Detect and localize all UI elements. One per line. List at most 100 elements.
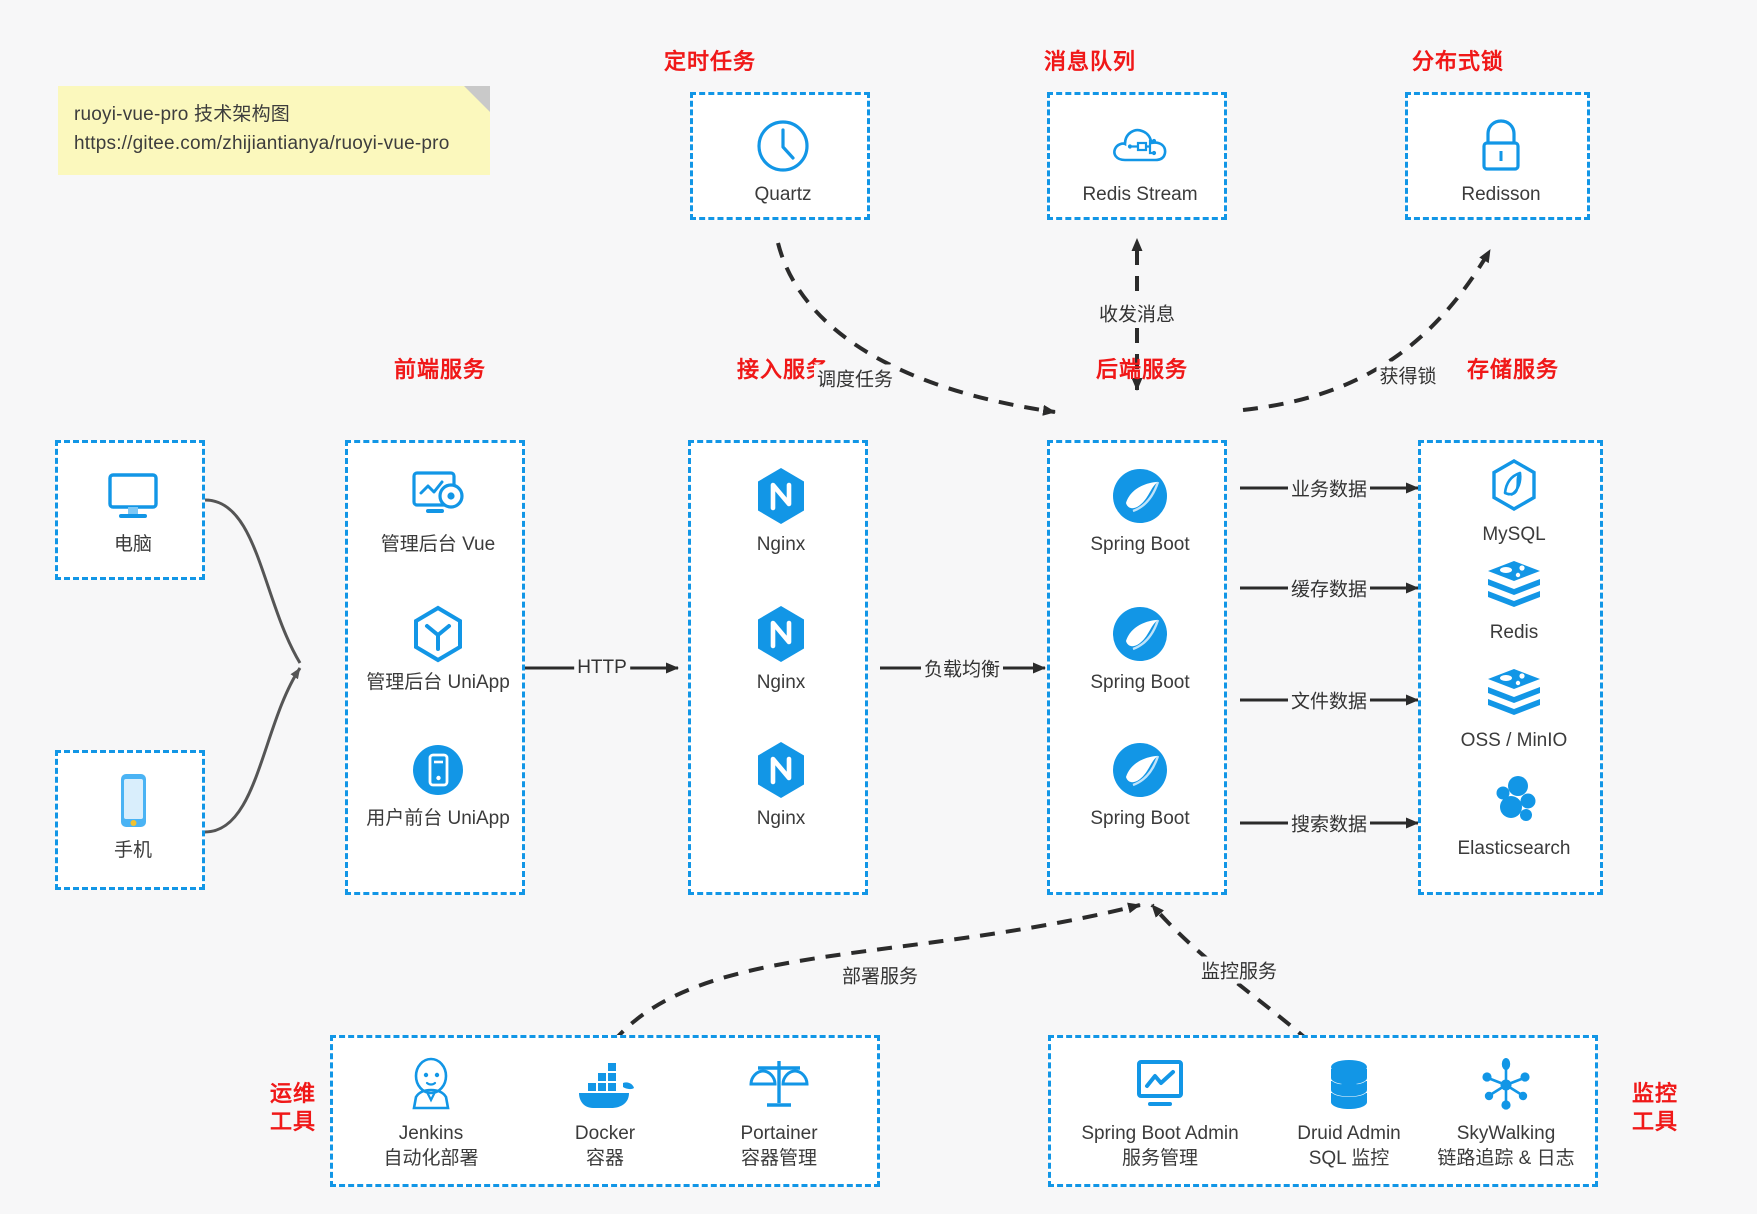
node-sublabel: 容器 xyxy=(585,1147,624,1169)
node-spring-boot-3[interactable]: Spring Boot xyxy=(1065,739,1215,832)
edge-label-load-balance: 负载均衡 xyxy=(920,654,1004,682)
edge-label-file-data: 文件数据 xyxy=(1287,686,1371,714)
node-skywalking[interactable]: SkyWalking 链路追踪 & 日志 xyxy=(1421,1054,1591,1171)
group-title-message-queue: 消息队列 xyxy=(1043,49,1136,74)
group-title-access: 接入服务 xyxy=(736,357,829,382)
edge-phone-to-frontend xyxy=(204,667,302,834)
redis-stack-icon xyxy=(1484,661,1544,723)
elasticsearch-icon xyxy=(1486,769,1542,831)
note-line-2: https://gitee.com/zhijiantianya/ruoyi-vu… xyxy=(74,133,450,155)
group-distributed-lock: Redisson xyxy=(1405,92,1590,220)
node-nginx-2[interactable]: Nginx xyxy=(706,603,856,696)
edge-acquire-lock xyxy=(1242,248,1492,412)
edge-label-monitor-service: 监控服务 xyxy=(1197,956,1281,984)
node-jenkins[interactable]: Jenkins 自动化部署 xyxy=(351,1054,511,1171)
node-label: Elasticsearch xyxy=(1457,838,1571,859)
node-nginx-1[interactable]: Nginx xyxy=(706,465,856,558)
jenkins-icon xyxy=(403,1054,459,1116)
node-label: 电脑 xyxy=(113,534,152,555)
uniapp-cube-icon xyxy=(409,603,467,665)
edge-computer-to-frontend xyxy=(204,498,302,664)
edge-label-biz-data: 业务数据 xyxy=(1287,474,1371,502)
node-mysql[interactable]: MySQL xyxy=(1439,455,1589,548)
node-admin-uniapp[interactable]: 管理后台 UniApp xyxy=(363,603,513,696)
group-scheduled-task: Quartz xyxy=(690,92,870,220)
node-computer[interactable]: 电脑 xyxy=(58,465,208,558)
spring-boot-icon xyxy=(1109,465,1171,527)
group-computer: 电脑 xyxy=(55,440,205,580)
group-access: Nginx Nginx Nginx xyxy=(688,440,868,895)
node-admin-vue[interactable]: 管理后台 Vue xyxy=(363,465,513,558)
group-title-storage: 存储服务 xyxy=(1466,357,1559,382)
mysql-icon xyxy=(1486,455,1542,517)
edge-label-deploy-service: 部署服务 xyxy=(838,961,922,989)
lock-icon xyxy=(1474,115,1528,177)
node-sublabel: 容器管理 xyxy=(740,1147,817,1169)
app-phone-circle-icon xyxy=(409,739,467,801)
spring-boot-icon xyxy=(1109,739,1171,801)
group-title-monitor: 监控 工具 xyxy=(1620,1080,1690,1135)
node-sublabel: 链路追踪 & 日志 xyxy=(1437,1147,1575,1169)
edge-label-cache-data: 缓存数据 xyxy=(1287,574,1371,602)
edge-label-search-data: 搜索数据 xyxy=(1287,809,1371,837)
group-title-devops-line-2: 工具 xyxy=(269,1108,316,1134)
mobile-phone-icon xyxy=(111,771,155,833)
node-label: SkyWalking xyxy=(1456,1123,1556,1144)
node-portainer[interactable]: Portainer 容器管理 xyxy=(699,1054,859,1171)
node-spring-boot-admin[interactable]: Spring Boot Admin 服务管理 xyxy=(1065,1054,1255,1171)
node-label: Quartz xyxy=(754,184,812,205)
node-label: Portainer xyxy=(740,1123,818,1144)
group-phone: 手机 xyxy=(55,750,205,890)
group-monitor: Spring Boot Admin 服务管理 Druid Admin SQL 监… xyxy=(1048,1035,1598,1187)
dashboard-screen-icon xyxy=(406,465,470,527)
node-label: 用户前台 UniApp xyxy=(366,808,510,829)
node-label: Spring Boot xyxy=(1090,534,1190,555)
node-label: Redisson xyxy=(1461,184,1541,205)
group-title-scheduled-task: 定时任务 xyxy=(663,49,756,74)
group-title-distributed-lock: 分布式锁 xyxy=(1411,49,1504,74)
scales-icon xyxy=(749,1054,809,1116)
node-user-uniapp[interactable]: 用户前台 UniApp xyxy=(363,739,513,832)
edge-label-acquire-lock: 获得锁 xyxy=(1376,361,1440,389)
redis-icon xyxy=(1484,553,1544,615)
node-label: 手机 xyxy=(113,840,152,861)
clock-icon xyxy=(754,115,812,177)
node-redisson[interactable]: Redisson xyxy=(1426,115,1576,208)
group-title-devops: 运维 工具 xyxy=(258,1080,328,1135)
node-oss-minio[interactable]: OSS / MinIO xyxy=(1439,661,1589,754)
node-elasticsearch[interactable]: Elasticsearch xyxy=(1439,769,1589,862)
node-label: Spring Boot xyxy=(1090,808,1190,829)
node-label: Docker xyxy=(574,1123,636,1144)
node-redis[interactable]: Redis xyxy=(1439,553,1589,646)
node-phone[interactable]: 手机 xyxy=(58,771,208,864)
cloud-stream-icon xyxy=(1109,115,1171,177)
node-sublabel: SQL 监控 xyxy=(1308,1147,1390,1169)
group-title-monitor-line-1: 监控 xyxy=(1631,1081,1678,1106)
node-label: Jenkins xyxy=(398,1123,464,1144)
database-icon xyxy=(1321,1054,1377,1116)
node-redis-stream[interactable]: Redis Stream xyxy=(1065,115,1215,208)
node-quartz[interactable]: Quartz xyxy=(708,115,858,208)
info-note: ruoyi-vue-pro 技术架构图 https://gitee.com/zh… xyxy=(58,86,490,175)
node-docker[interactable]: Docker 容器 xyxy=(525,1054,685,1171)
desktop-monitor-icon xyxy=(103,465,163,527)
group-title-backend: 后端服务 xyxy=(1095,357,1188,382)
nginx-icon xyxy=(752,603,810,665)
group-message-queue: Redis Stream xyxy=(1047,92,1227,220)
node-label: Druid Admin xyxy=(1297,1123,1401,1144)
edge-label-mq: 收发消息 xyxy=(1095,299,1179,327)
group-frontend: 管理后台 Vue 管理后台 UniApp 用户前台 UniApp xyxy=(345,440,525,895)
node-spring-boot-1[interactable]: Spring Boot xyxy=(1065,465,1215,558)
spring-boot-icon xyxy=(1109,603,1171,665)
node-label: MySQL xyxy=(1482,524,1546,545)
edge-label-http: HTTP xyxy=(574,657,630,679)
node-label: Spring Boot xyxy=(1090,672,1190,693)
node-nginx-3[interactable]: Nginx xyxy=(706,739,856,832)
note-line-1: ruoyi-vue-pro 技术架构图 xyxy=(74,104,291,125)
node-label: Nginx xyxy=(756,672,806,693)
node-druid-admin[interactable]: Druid Admin SQL 监控 xyxy=(1269,1054,1429,1171)
group-title-devops-line-1: 运维 xyxy=(269,1081,316,1106)
group-title-frontend: 前端服务 xyxy=(393,357,486,382)
node-spring-boot-2[interactable]: Spring Boot xyxy=(1065,603,1215,696)
note-fold-corner xyxy=(464,86,490,112)
